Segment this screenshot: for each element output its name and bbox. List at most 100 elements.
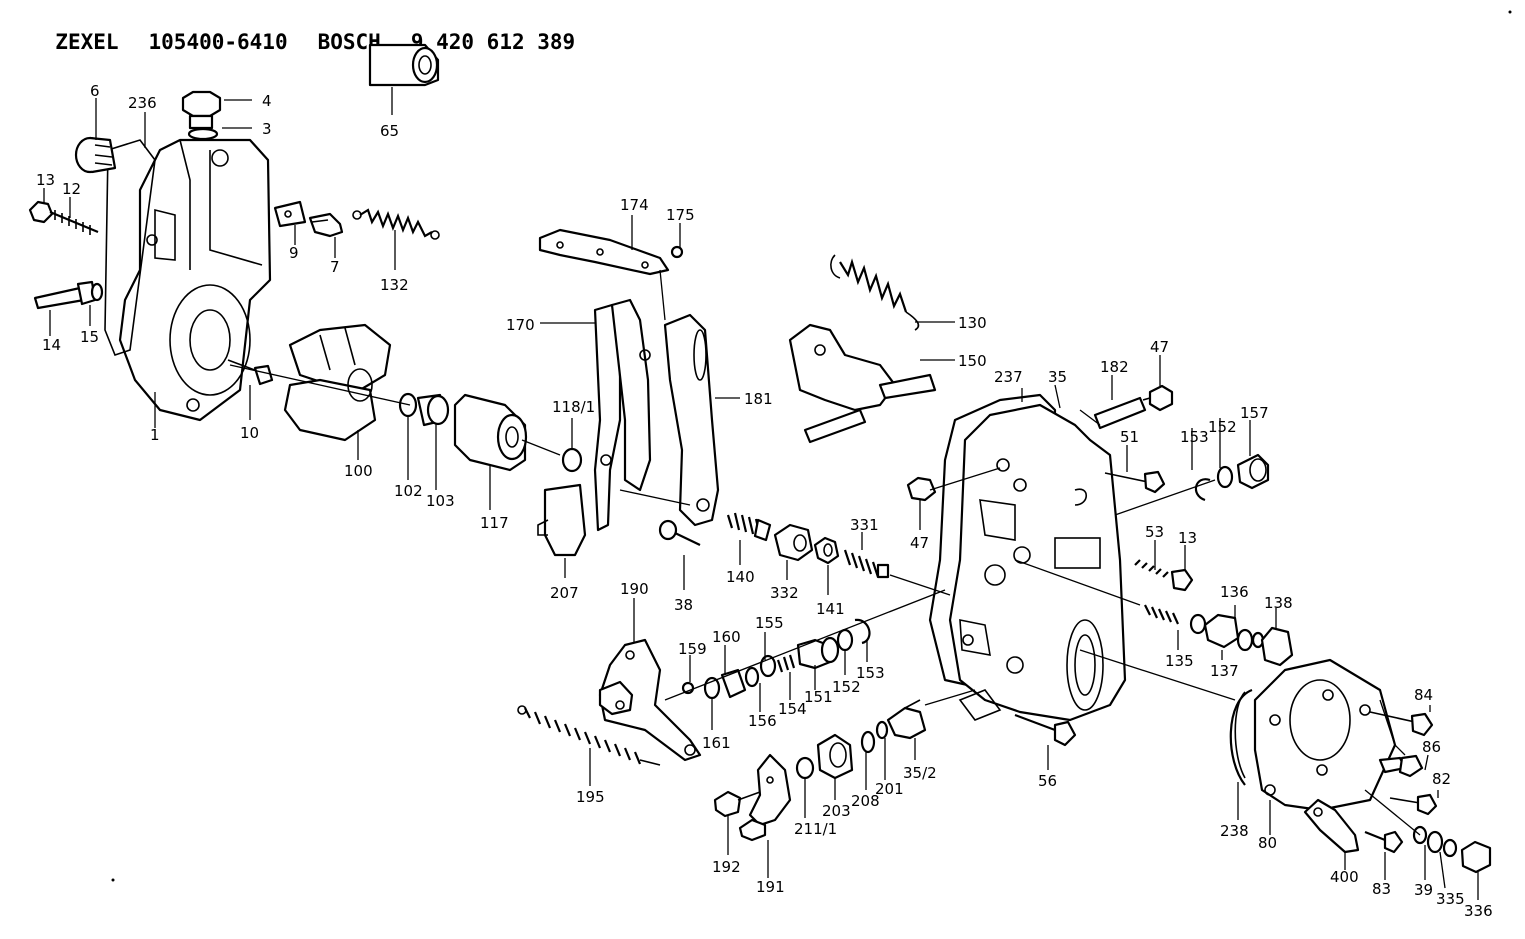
label-part-35-2: 35/2 <box>903 764 937 782</box>
label-part-6: 6 <box>90 82 100 100</box>
stray-dot-top-right <box>1508 10 1512 14</box>
screw-part-86 <box>1378 754 1424 778</box>
label-part-118-1: 118/1 <box>552 398 595 416</box>
label-part-117: 117 <box>480 514 509 532</box>
screw-part-51 <box>1104 470 1166 494</box>
screw-part-53 <box>1134 559 1194 592</box>
label-part-38: 38 <box>674 596 693 614</box>
lever-part-181 <box>663 313 720 527</box>
label-part-155: 155 <box>755 614 784 632</box>
label-part-191: 191 <box>756 878 785 896</box>
label-part-15: 15 <box>80 328 99 346</box>
plug-part-157 <box>1236 453 1270 490</box>
label-part-135: 135 <box>1165 652 1194 670</box>
label-part-140: 140 <box>726 568 755 586</box>
label-part-83: 83 <box>1372 880 1391 898</box>
label-part-84: 84 <box>1414 686 1433 704</box>
label-part-153-upper: 153 <box>1180 428 1209 446</box>
label-part-13-right: 13 <box>1178 529 1197 547</box>
screw-part-83 <box>1364 830 1404 854</box>
block-part-207 <box>537 483 587 557</box>
label-part-336: 336 <box>1464 902 1493 920</box>
screw-part-135 <box>1144 604 1207 635</box>
label-part-153-lower: 153 <box>856 664 885 682</box>
label-part-151: 151 <box>804 688 833 706</box>
label-part-51: 51 <box>1120 428 1139 446</box>
assembly-axis-lines <box>229 269 1421 836</box>
lever-part-174 <box>538 228 670 276</box>
ring-part-152-upper <box>1216 465 1234 489</box>
governor-housing-part <box>104 138 272 422</box>
nut-part-141 <box>813 536 840 565</box>
label-part-12: 12 <box>62 180 81 198</box>
nut-part-175 <box>670 245 684 259</box>
label-part-65: 65 <box>380 122 399 140</box>
label-part-150: 150 <box>958 352 987 370</box>
label-part-237: 237 <box>994 368 1023 386</box>
label-part-211-1: 211/1 <box>794 820 837 838</box>
label-part-132: 132 <box>380 276 409 294</box>
label-part-175: 175 <box>666 206 695 224</box>
nut-part-151 <box>796 636 840 670</box>
bolt-part-12 <box>28 200 99 235</box>
label-part-195: 195 <box>576 788 605 806</box>
label-part-9: 9 <box>289 244 299 262</box>
ring-part-152-lower <box>836 628 854 652</box>
label-part-332: 332 <box>770 584 799 602</box>
lever-part-190 <box>598 638 702 762</box>
label-part-39: 39 <box>1414 881 1433 899</box>
label-part-100: 100 <box>344 462 373 480</box>
lever-part-400 <box>1303 798 1360 854</box>
cap-part-203 <box>816 733 854 780</box>
label-part-4: 4 <box>262 92 272 110</box>
label-part-152-upper: 152 <box>1208 418 1237 436</box>
label-part-3: 3 <box>262 120 272 138</box>
zexel-part-number: 105400-6410 <box>148 30 288 54</box>
bush-part-103 <box>416 393 450 427</box>
label-part-152-lower: 152 <box>832 678 861 696</box>
label-part-82: 82 <box>1432 770 1451 788</box>
plug-part-6 <box>74 136 117 174</box>
fitting-part-35-2 <box>886 699 927 740</box>
screw-part-47-lower <box>906 476 937 502</box>
label-part-86: 86 <box>1422 738 1441 756</box>
sleeve-part-117 <box>453 393 528 472</box>
label-part-136: 136 <box>1220 583 1249 601</box>
washer-part-335 <box>1426 830 1444 854</box>
label-part-7: 7 <box>330 258 340 276</box>
label-part-14: 14 <box>42 336 61 354</box>
label-part-154: 154 <box>778 700 807 718</box>
ring-part-118-1 <box>561 447 583 473</box>
screw-part-140 <box>726 512 772 542</box>
label-part-182: 182 <box>1100 358 1129 376</box>
label-part-335: 335 <box>1436 890 1465 908</box>
label-part-10: 10 <box>240 424 259 442</box>
spring-part-154 <box>776 654 796 673</box>
cover-part-35 <box>948 403 1127 722</box>
lever-part-150 <box>788 323 937 444</box>
label-part-56: 56 <box>1038 772 1057 790</box>
label-part-137: 137 <box>1210 662 1239 680</box>
screw-part-38 <box>658 519 701 546</box>
screw-part-56 <box>1014 713 1077 747</box>
label-part-156: 156 <box>748 712 777 730</box>
label-part-238: 238 <box>1220 822 1249 840</box>
label-part-159: 159 <box>678 640 707 658</box>
spring-part-132 <box>352 208 440 240</box>
label-part-13-left: 13 <box>36 171 55 189</box>
spring-part-331 <box>843 549 890 579</box>
bush-part-160 <box>720 668 747 699</box>
ring-part-201 <box>875 720 889 740</box>
label-part-190: 190 <box>620 580 649 598</box>
label-part-53: 53 <box>1145 523 1164 541</box>
part-number-labels: 1 3 4 6 7 9 10 12 13 14 15 35 35/2 38 39… <box>36 82 1493 920</box>
spring-part-195 <box>517 705 661 766</box>
label-part-47-upper: 47 <box>1150 338 1169 356</box>
ring-part-208 <box>860 730 876 754</box>
label-part-138: 138 <box>1264 594 1293 612</box>
label-part-130: 130 <box>958 314 987 332</box>
lever-part-191 <box>748 753 792 827</box>
leader-lines <box>43 87 1479 900</box>
label-part-160: 160 <box>712 628 741 646</box>
